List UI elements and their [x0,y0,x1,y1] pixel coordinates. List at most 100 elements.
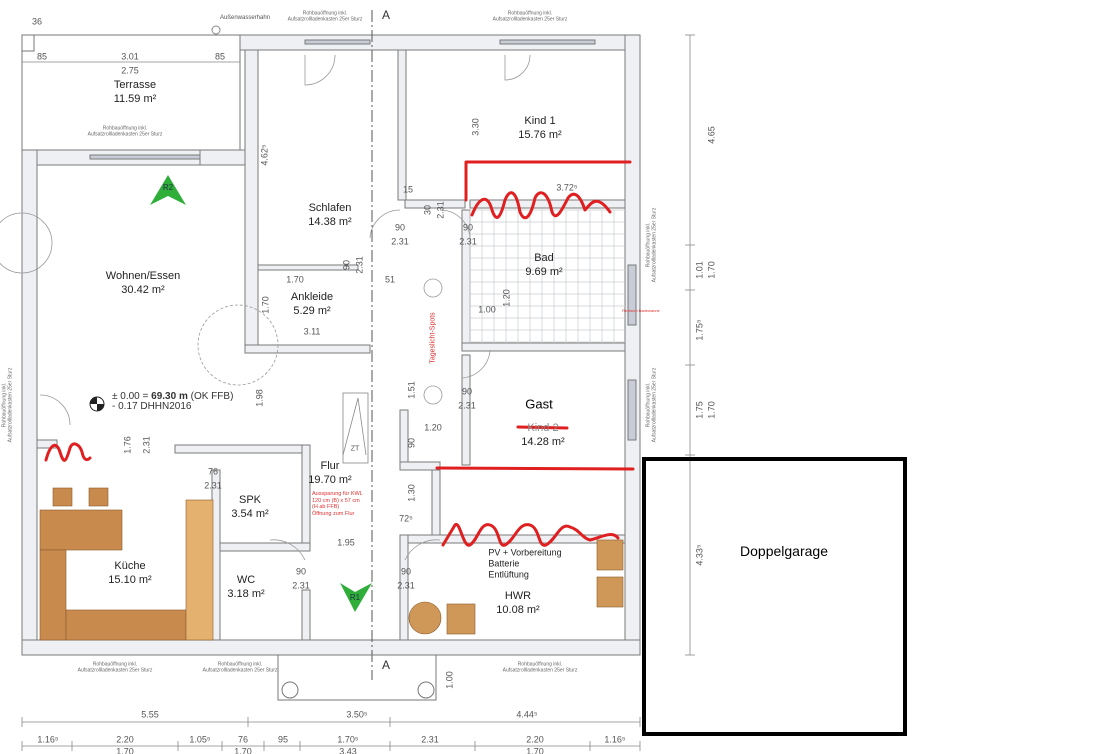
kind1-new-wall-line [464,160,632,202]
elevation-line-1: ± 0.00 = 69.30 m (OK FFB) [112,392,233,402]
room-area: 5.29 m² [293,305,331,317]
dimension-label: 2.31 [397,580,415,591]
garage-label: Doppelgarage [740,543,828,559]
kitchen-cabinets [39,487,214,641]
room-name: Ankleide [290,291,334,303]
room-name: Bad [534,252,554,264]
dimension-label: 1.70 [116,746,134,754]
window-note: Rohbauöffnung inkl. Aufsatzrollladenkast… [287,10,363,22]
marker-r1-label: R1 [349,593,361,602]
dimension-label: 4.33⁵ [694,544,705,566]
wall [399,534,409,641]
dimension-label: 1.75 [694,401,705,419]
dimension-label: 3.43 [339,746,357,754]
dimension-label: 90 [295,566,307,577]
dimension-label: 76 [237,734,249,745]
dimension-label: 3.11 [303,326,321,337]
window-note: Rohbauöffnung inkl. Aufsatzrollladenkast… [77,661,153,673]
room-name: Schlafen [308,202,352,214]
dimension-label: 2.31 [421,734,439,745]
dimension-label: 2.31 [292,580,310,591]
garage-outline [642,457,907,736]
room-name: Küche [114,560,146,572]
elevation-line-2: - 0.17 DHHN2016 [112,401,192,412]
window [627,264,637,326]
bath-note: Revision Badewanne [622,308,660,313]
dimension-label: 90 [400,566,412,577]
dimension-label: 1.00 [444,671,455,689]
dimension-label: 3.50⁵ [346,709,368,720]
wall [624,34,641,656]
marker-zt-label: ZT [350,445,360,453]
section-marker-top: A [381,8,391,22]
dimension-label: 1.00 [478,304,496,315]
dimension-label: 30 [422,204,433,216]
marker-r2-label: R2 [162,183,174,192]
terrace-outline [21,34,241,151]
wall [461,342,626,352]
dimension-label: 1.20 [424,422,442,433]
room-name-struck: Kind 2 [527,422,559,434]
gast-new-wall-line [435,466,635,471]
dimension-label: 1.51 [406,381,417,399]
window-note: Rohbauöffnung inkl. Aufsatzrollladenkast… [1,367,13,443]
window [499,39,596,45]
doors [0,54,531,561]
dimension-label: 1.30 [406,484,417,502]
entrance-porch [277,654,437,701]
room-name: Terrasse [113,79,157,91]
wall [174,444,311,454]
flur-note-line: (H ab FFB) [312,504,340,511]
bath-wall-squiggle [470,191,612,220]
window-note: Rohbauöffnung inkl. Aufsatzrollladenkast… [645,207,657,283]
dimension-lines [22,35,691,747]
marker-r1-icon [340,583,372,612]
window [89,154,201,160]
wall [301,589,311,641]
wall [244,344,371,354]
dimension-label: 2.31 [141,436,152,454]
dimension-label: 2.31 [458,400,476,411]
dimension-label: 2.31 [204,480,222,491]
dimension-label: 1.01 [694,261,705,279]
dimension-label: 1.70⁵ [337,734,359,745]
dimension-label: 90 [461,386,473,397]
dimension-label: 2.20 [526,734,544,745]
elevation-prefix: ± 0.00 = [112,391,152,402]
hwr-wall-squiggle [441,523,620,547]
dimension-ticks [21,34,695,751]
wall [431,469,441,541]
wall [404,199,466,209]
room-name: Flur [320,460,340,472]
room-area: 3.54 m² [231,508,269,520]
wall [214,542,311,552]
dimension-label: 1.70 [706,401,717,419]
elevation-value: 69.30 m [151,391,188,402]
dimension-label: 3.30 [470,118,481,136]
dimension-label: 1.70 [286,274,304,285]
bathroom-tiles [469,209,625,343]
wall [397,49,407,201]
dimension-label: 2.75 [121,65,139,76]
stair-symbol [342,392,369,464]
flur-note-line: Öffnung zum Flur [312,510,355,517]
flur-note-line: Aussparung für KWL [312,491,363,497]
water-tap-label: Außenwasserhahn [219,15,271,21]
dimension-label: 4.44⁵ [516,709,538,720]
room-area: 9.69 m² [525,266,563,278]
hwr-note-line: Entlüftung [488,569,529,580]
elevation-symbol [89,396,105,412]
spots-note: Tageslicht-Spots [429,312,437,364]
dimension-label: 1.70 [260,296,271,314]
dimension-label: 3.01 [121,51,139,62]
elevation-reference: ± 0.00 = 69.30 m (OK FFB) - 0.17 DHHN201… [112,392,233,412]
dimension-label: 90 [341,259,352,271]
